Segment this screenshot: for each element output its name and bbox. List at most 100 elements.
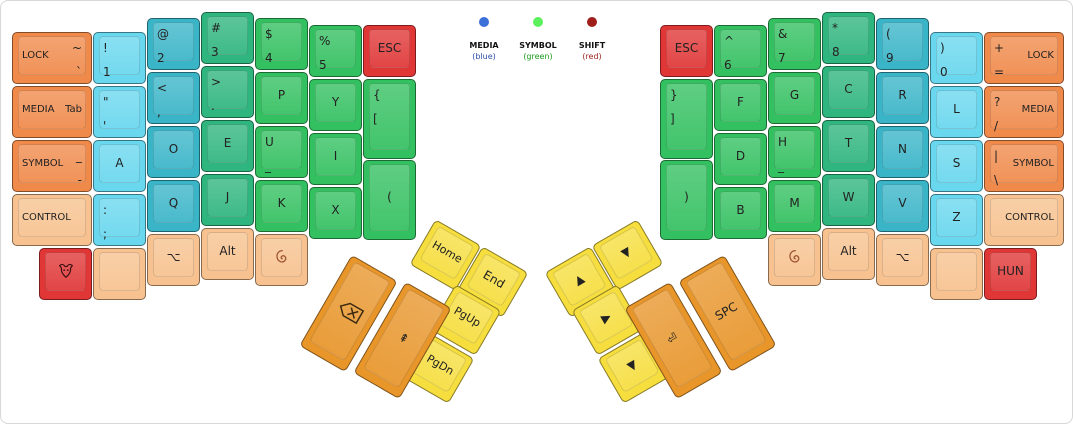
esc-l[interactable]: ESC <box>363 25 416 77</box>
esc-r[interactable]: ESC <box>660 25 713 77</box>
k-lbrace[interactable]: {[ <box>363 79 416 159</box>
alt-l[interactable]: Alt <box>201 228 254 280</box>
k-lt[interactable]: <, <box>147 72 200 124</box>
k-x[interactable]: X <box>309 187 362 239</box>
k-quote[interactable]: "' <box>93 86 146 138</box>
bksp-key[interactable] <box>299 254 398 373</box>
k-3[interactable]: #3 <box>201 12 254 64</box>
shift-dot-icon <box>587 17 597 27</box>
k-lbrace-legend-bl: [ <box>373 112 378 126</box>
k-lparen[interactable]: ( <box>363 160 416 240</box>
k-4[interactable]: $4 <box>255 18 308 70</box>
k-n[interactable]: N <box>876 126 929 178</box>
k-r[interactable]: R <box>876 72 929 124</box>
k-gt-legend-tl: > <box>211 75 222 89</box>
k-rbrace[interactable]: }] <box>660 79 713 159</box>
k-0[interactable]: )0 <box>930 32 983 84</box>
blank-r-cap <box>936 252 977 291</box>
gnu-key[interactable] <box>39 248 92 300</box>
k-i[interactable]: I <box>309 133 362 185</box>
k-j[interactable]: J <box>201 174 254 226</box>
debian-r[interactable] <box>768 234 821 286</box>
k-5[interactable]: %5 <box>309 25 362 77</box>
alt-r[interactable]: Alt <box>822 228 875 280</box>
k-rparen[interactable]: ) <box>660 160 713 240</box>
k-g[interactable]: G <box>768 72 821 124</box>
k-f-legend-c: F <box>737 95 744 109</box>
k-2[interactable]: @2 <box>147 18 200 70</box>
legend-symbol-title: SYMBOL <box>519 41 557 50</box>
k-l[interactable]: L <box>930 86 983 138</box>
debian-l[interactable] <box>255 234 308 286</box>
k-i-cap <box>315 137 356 176</box>
k-z[interactable]: Z <box>930 194 983 246</box>
k-6-legend-bl: 6 <box>724 58 732 72</box>
k-t[interactable]: T <box>822 120 875 172</box>
k-s-legend-c: S <box>952 156 961 170</box>
k-c[interactable]: C <box>822 66 875 118</box>
k-2-cap <box>153 22 194 61</box>
opt-r[interactable]: ⌥ <box>876 234 929 286</box>
k-h[interactable]: H_ <box>768 126 821 178</box>
k-7[interactable]: &7 <box>768 18 821 70</box>
k-v[interactable]: V <box>876 180 929 232</box>
opt-l-cap <box>153 238 194 277</box>
k-y[interactable]: Y <box>309 79 362 131</box>
legend-shift-title: SHIFT <box>578 41 606 50</box>
k-8[interactable]: *8 <box>822 12 875 64</box>
k-d[interactable]: D <box>714 133 767 185</box>
k-e-legend-c: E <box>223 136 232 150</box>
media-r[interactable]: ?/MEDIA <box>984 86 1064 138</box>
k-o[interactable]: O <box>147 126 200 178</box>
blank-r[interactable] <box>930 248 983 300</box>
symbol-r[interactable]: |\SYMBOL <box>984 140 1064 192</box>
lock-l[interactable]: LOCK~` <box>12 32 92 84</box>
hun-key[interactable]: HUN <box>984 248 1037 300</box>
k-gt[interactable]: >. <box>201 66 254 118</box>
k-e[interactable]: E <box>201 120 254 172</box>
k-9-cap <box>882 22 923 61</box>
control-l[interactable]: CONTROL <box>12 194 92 246</box>
k-3-legend-bl: 3 <box>211 45 219 59</box>
media-r-cap <box>990 90 1058 129</box>
k-7-legend-bl: 7 <box>778 51 786 65</box>
k-0-legend-bl: 0 <box>940 65 948 79</box>
k-f-cap <box>720 83 761 122</box>
symbol-r-cap <box>990 144 1058 183</box>
k-9[interactable]: (9 <box>876 18 929 70</box>
k-h-cap <box>774 130 815 169</box>
debian-icon <box>769 248 820 270</box>
k-q[interactable]: Q <box>147 180 200 232</box>
media-l-legend-tl: MEDIA <box>22 104 55 115</box>
k-lbrace-cap <box>369 83 410 150</box>
opt-l[interactable]: ⌥ <box>147 234 200 286</box>
k-1-legend-bl: 1 <box>103 65 111 79</box>
k-a[interactable]: A <box>93 140 146 192</box>
k-f[interactable]: F <box>714 79 767 131</box>
k-x-legend-c: X <box>331 203 340 217</box>
k-b[interactable]: B <box>714 187 767 239</box>
k-k[interactable]: K <box>255 180 308 232</box>
blank-l[interactable] <box>93 248 146 300</box>
k-1[interactable]: !1 <box>93 32 146 84</box>
k-w[interactable]: W <box>822 174 875 226</box>
k-colon[interactable]: :; <box>93 194 146 246</box>
k-h-legend-tl: H <box>778 135 788 149</box>
control-r[interactable]: CONTROL <box>984 194 1064 246</box>
k-p[interactable]: P <box>255 72 308 124</box>
k-u[interactable]: U_ <box>255 126 308 178</box>
control-l-legend-tl: CONTROL <box>22 212 71 223</box>
k-lt-cap <box>153 76 194 115</box>
k-6[interactable]: ^6 <box>714 25 767 77</box>
lock-r[interactable]: +=LOCK <box>984 32 1064 84</box>
k-s[interactable]: S <box>930 140 983 192</box>
k-m[interactable]: M <box>768 180 821 232</box>
blank-l-cap <box>99 252 140 291</box>
k-u-legend-tl: U <box>265 135 274 149</box>
k-0-cap <box>936 36 977 75</box>
k-1-cap <box>99 36 140 75</box>
k-k-cap <box>261 184 302 223</box>
control-r-cap <box>990 198 1058 237</box>
symbol-l[interactable]: SYMBOL_- <box>12 140 92 192</box>
